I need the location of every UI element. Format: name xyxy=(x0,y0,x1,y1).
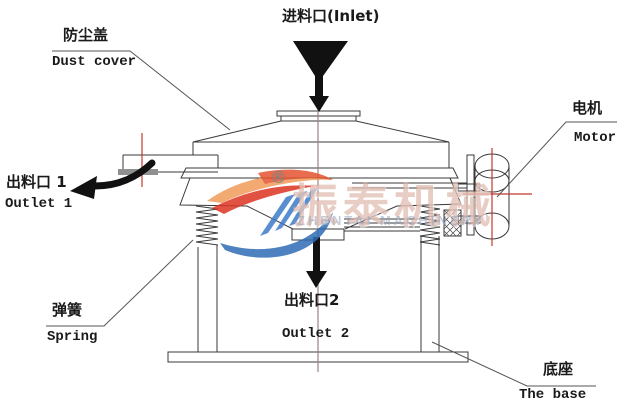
label-motor-en: Motor xyxy=(574,130,617,146)
leader-motor xyxy=(496,121,617,198)
leader-base xyxy=(431,341,596,387)
brand-logo-icon xyxy=(207,169,333,258)
outlet1-arrow-icon xyxy=(70,159,156,199)
motor-bracket xyxy=(457,154,481,236)
inlet-arrow-icon xyxy=(293,41,348,112)
label-base-en: The base xyxy=(519,387,587,403)
label-outlet1-en: Outlet 1 xyxy=(5,196,73,212)
label-spring-zh: 弹簧 xyxy=(52,301,83,319)
upper-band xyxy=(156,142,450,173)
label-dust-cover-zh: 防尘盖 xyxy=(63,26,109,44)
label-inlet: 进料口(Inlet) xyxy=(282,7,380,25)
leader-lines xyxy=(46,50,617,387)
spring-left xyxy=(195,205,219,246)
label-outlet2-zh: 出料口2 xyxy=(284,291,340,309)
stand-legs xyxy=(197,236,440,352)
leader-spring xyxy=(46,239,194,327)
leader-dust-cover xyxy=(52,50,231,131)
spring-right xyxy=(419,205,441,246)
label-outlet1-zh: 出料口 1 xyxy=(6,173,67,191)
dust-cover-lid xyxy=(192,120,450,143)
motor-mount-upper xyxy=(352,182,467,189)
label-motor-zh: 电机 xyxy=(572,99,603,117)
label-base-zh: 底座 xyxy=(543,360,574,378)
red-datum-lines xyxy=(141,133,532,246)
motor-mount-lower xyxy=(344,218,420,232)
label-outlet2-en: Outlet 2 xyxy=(282,326,350,342)
bowl-left xyxy=(179,177,294,230)
bowl-right xyxy=(344,177,462,230)
outlet2-arrow-icon xyxy=(306,237,327,288)
label-dust-cover-en: Dust cover xyxy=(52,54,137,70)
label-spring-en: Spring xyxy=(47,329,98,345)
flange-ring xyxy=(180,167,459,179)
